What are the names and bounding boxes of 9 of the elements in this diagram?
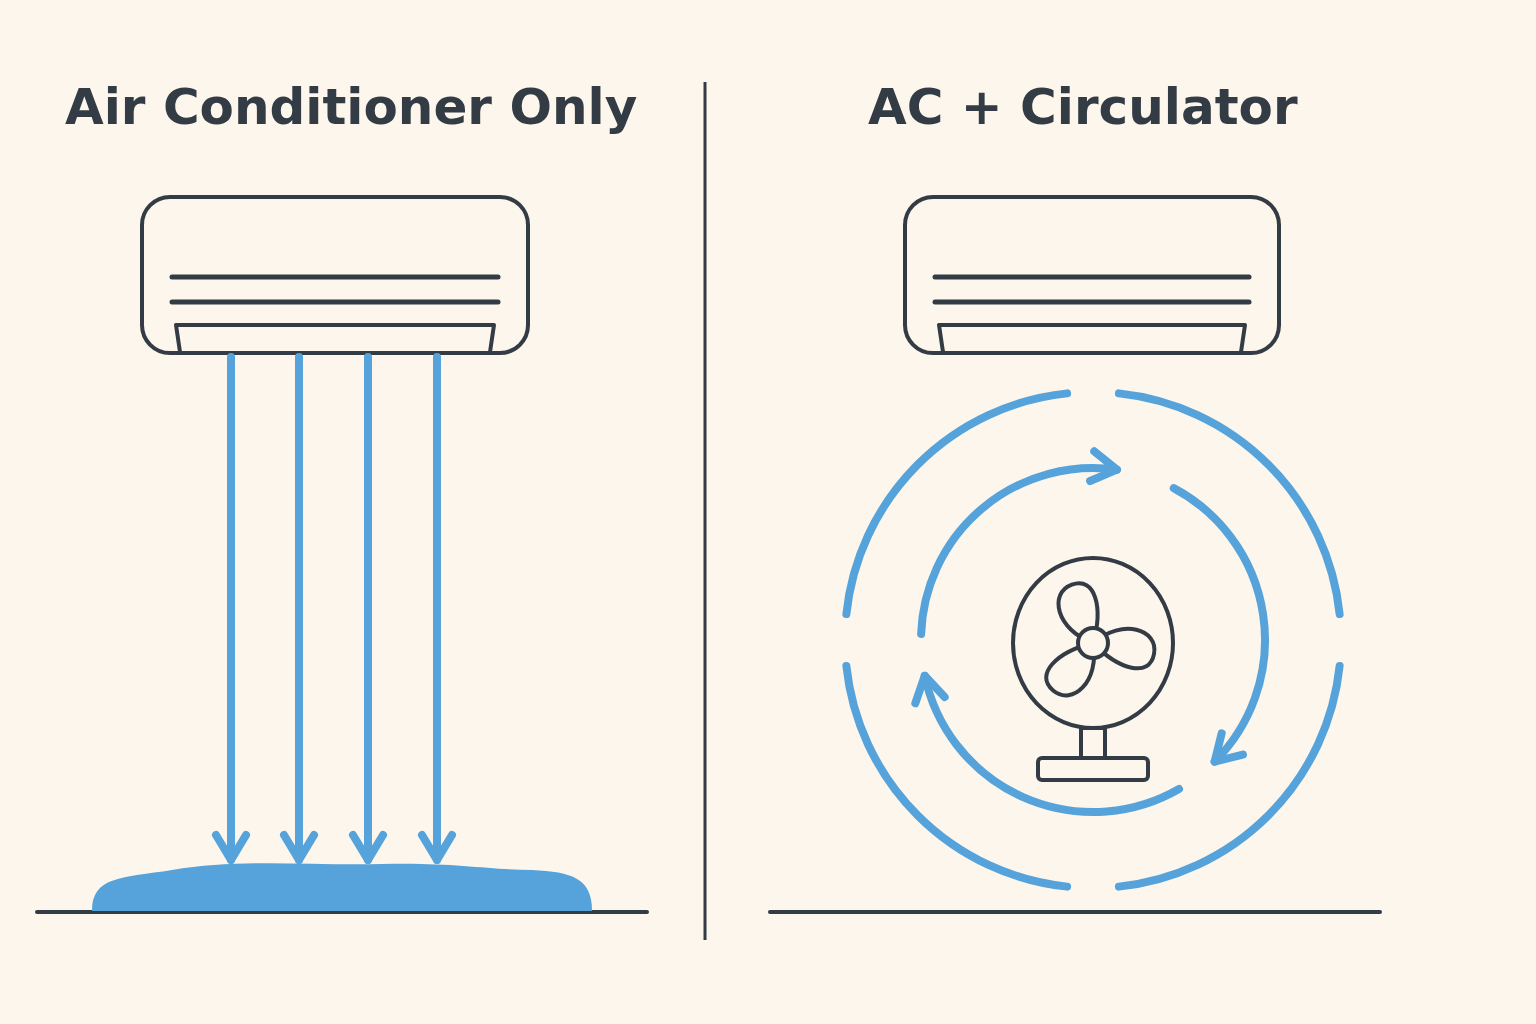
fan-drawing (1010, 555, 1176, 783)
panel-heading: AC + Circulator (868, 80, 1298, 135)
cold-air-arrow (280, 353, 318, 864)
cold-air-arrow (418, 353, 456, 864)
cold-air-arrow (212, 353, 250, 864)
panel-heading: Air Conditioner Only (65, 80, 638, 135)
air-conditioner-drawing (903, 195, 1281, 355)
cold-air-arrow (349, 353, 387, 864)
air-conditioner-drawing (140, 195, 530, 355)
